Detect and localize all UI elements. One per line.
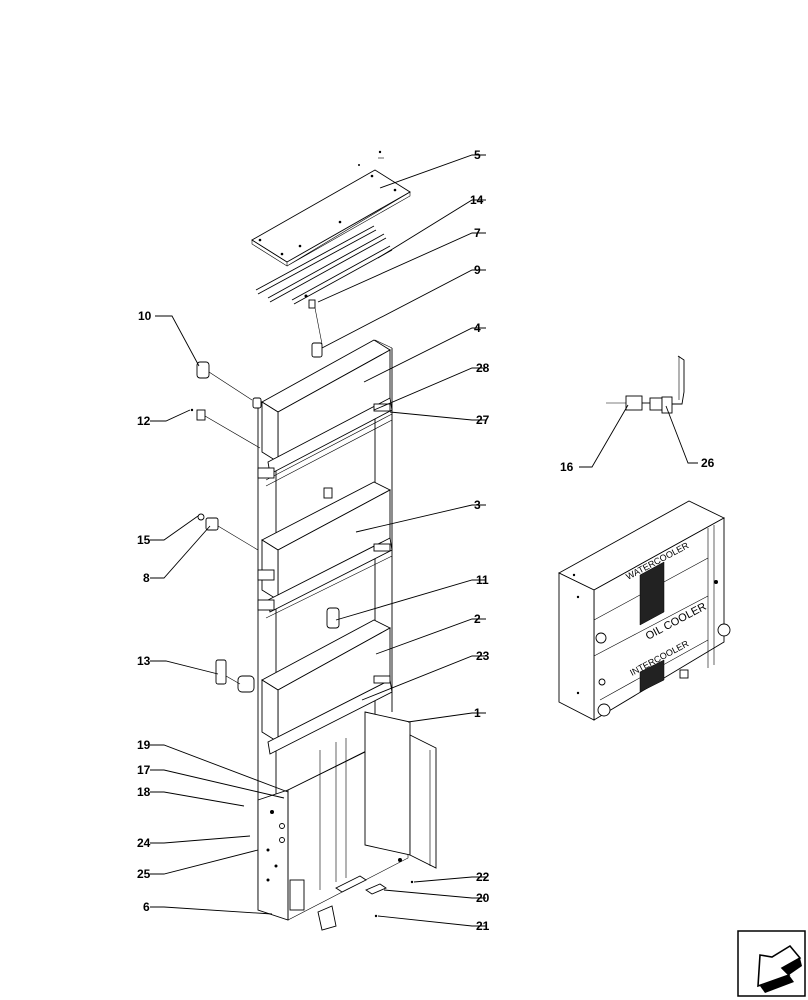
nut-15: [197, 513, 205, 521]
callout-17: 17: [137, 763, 151, 777]
callout-18: 18: [137, 785, 151, 799]
base-frame: [257, 711, 437, 931]
callout-13: 13: [137, 654, 151, 668]
callout-19: 19: [137, 738, 151, 752]
cooler-core-middle: [257, 467, 393, 619]
callout-7: 7: [474, 226, 481, 240]
callout-11: 11: [476, 573, 489, 587]
callout-28: 28: [476, 361, 490, 375]
callout-16: 16: [560, 460, 574, 474]
callout-27: 27: [476, 413, 490, 427]
cooler-stack-assembly: [190, 150, 437, 931]
callout-21: 21: [476, 919, 490, 933]
cooler-core-upper: [252, 339, 393, 487]
rubber-mount-10: [196, 361, 210, 379]
callout-20: 20: [476, 891, 490, 905]
callout-3: 3: [474, 498, 481, 512]
callout-5: 5: [474, 148, 481, 162]
callout-23: 23: [476, 649, 490, 663]
callout-10: 10: [138, 309, 152, 323]
assembled-cooler-package: WATERCOOLER OIL COOLER INTERCOOLER: [558, 500, 731, 721]
arrow-return-icon[interactable]: [737, 930, 806, 997]
part-callouts: 5 14 7 9 10 4 28 27 12 3 15 8 11 2 13 23…: [137, 148, 715, 933]
callout-1: 1: [474, 706, 481, 720]
washer-12: [196, 409, 206, 421]
cooler-core-lower: [237, 599, 393, 755]
callout-2: 2: [474, 612, 481, 626]
callout-9: 9: [474, 263, 481, 277]
callout-8: 8: [143, 571, 150, 585]
leader-lines: [150, 154, 698, 927]
callout-22: 22: [476, 870, 490, 884]
callout-6: 6: [143, 900, 150, 914]
temperature-sensor-detail: [606, 355, 685, 414]
callout-12: 12: [137, 414, 151, 428]
callout-15: 15: [137, 533, 151, 547]
callout-4: 4: [474, 321, 481, 335]
callout-24: 24: [137, 836, 151, 850]
callout-14: 14: [470, 193, 484, 207]
callout-25: 25: [137, 867, 151, 881]
seal-strips: [255, 225, 393, 305]
bracket-13: [215, 659, 227, 685]
callout-26: 26: [701, 456, 715, 470]
top-cover-plate: [251, 150, 411, 267]
